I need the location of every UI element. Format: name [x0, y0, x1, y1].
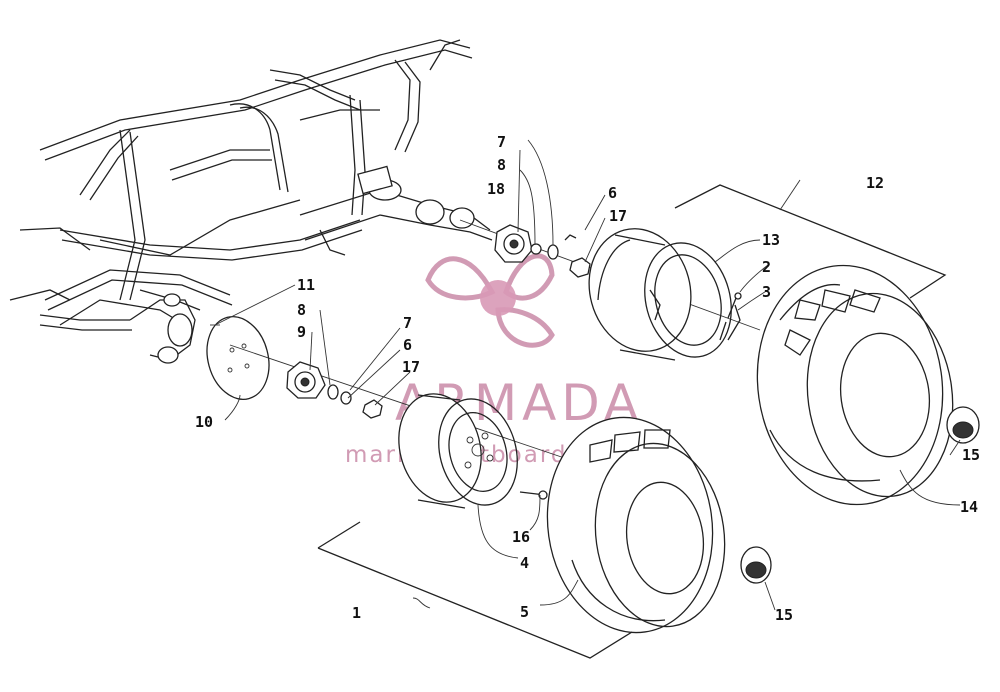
callout-6-front: 6 — [403, 336, 412, 354]
callout-12: 12 — [866, 174, 884, 192]
callout-18: 18 — [487, 180, 505, 198]
brake-disc — [206, 316, 270, 400]
chassis-frame — [9, 39, 473, 326]
callout-10: 10 — [195, 413, 213, 431]
rear-valve-stem — [719, 292, 742, 341]
rear-hub-cap — [946, 406, 980, 444]
front-wheel-assembly-bracket — [317, 521, 633, 659]
callout-13: 13 — [762, 231, 780, 249]
callout-6-rear: 6 — [608, 184, 617, 202]
callout-9: 9 — [297, 323, 306, 341]
rear-rim — [588, 228, 741, 361]
callout-7-rear: 7 — [497, 133, 506, 151]
callout-2: 2 — [762, 258, 771, 276]
propeller-logo-icon — [425, 253, 555, 348]
callout-labels: 1 2 3 4 5 6 6 7 7 8 8 9 10 11 12 13 14 1… — [195, 133, 980, 624]
leader-lines — [214, 139, 961, 611]
front-knuckle — [39, 293, 196, 364]
callout-15-rear: 15 — [962, 446, 980, 464]
front-hub — [229, 344, 601, 471]
front-rim — [398, 393, 548, 509]
callout-15-front: 15 — [775, 606, 793, 624]
callout-8-rear: 8 — [497, 156, 506, 174]
rear-tire — [756, 264, 954, 506]
front-hub-cap — [740, 546, 772, 584]
rear-wheel-assembly-bracket — [674, 184, 947, 299]
callout-4: 4 — [520, 554, 529, 572]
callout-17-front: 17 — [402, 358, 420, 376]
callout-3: 3 — [762, 283, 771, 301]
callout-5: 5 — [520, 603, 529, 621]
callout-1: 1 — [352, 604, 361, 622]
callout-16: 16 — [512, 528, 530, 546]
callout-11: 11 — [297, 276, 315, 294]
callout-7-front: 7 — [403, 314, 412, 332]
swing-arm — [299, 165, 493, 256]
front-tire — [546, 416, 726, 634]
callout-14: 14 — [960, 498, 978, 516]
callout-17-rear: 17 — [609, 207, 627, 225]
callout-8-front: 8 — [297, 301, 306, 319]
